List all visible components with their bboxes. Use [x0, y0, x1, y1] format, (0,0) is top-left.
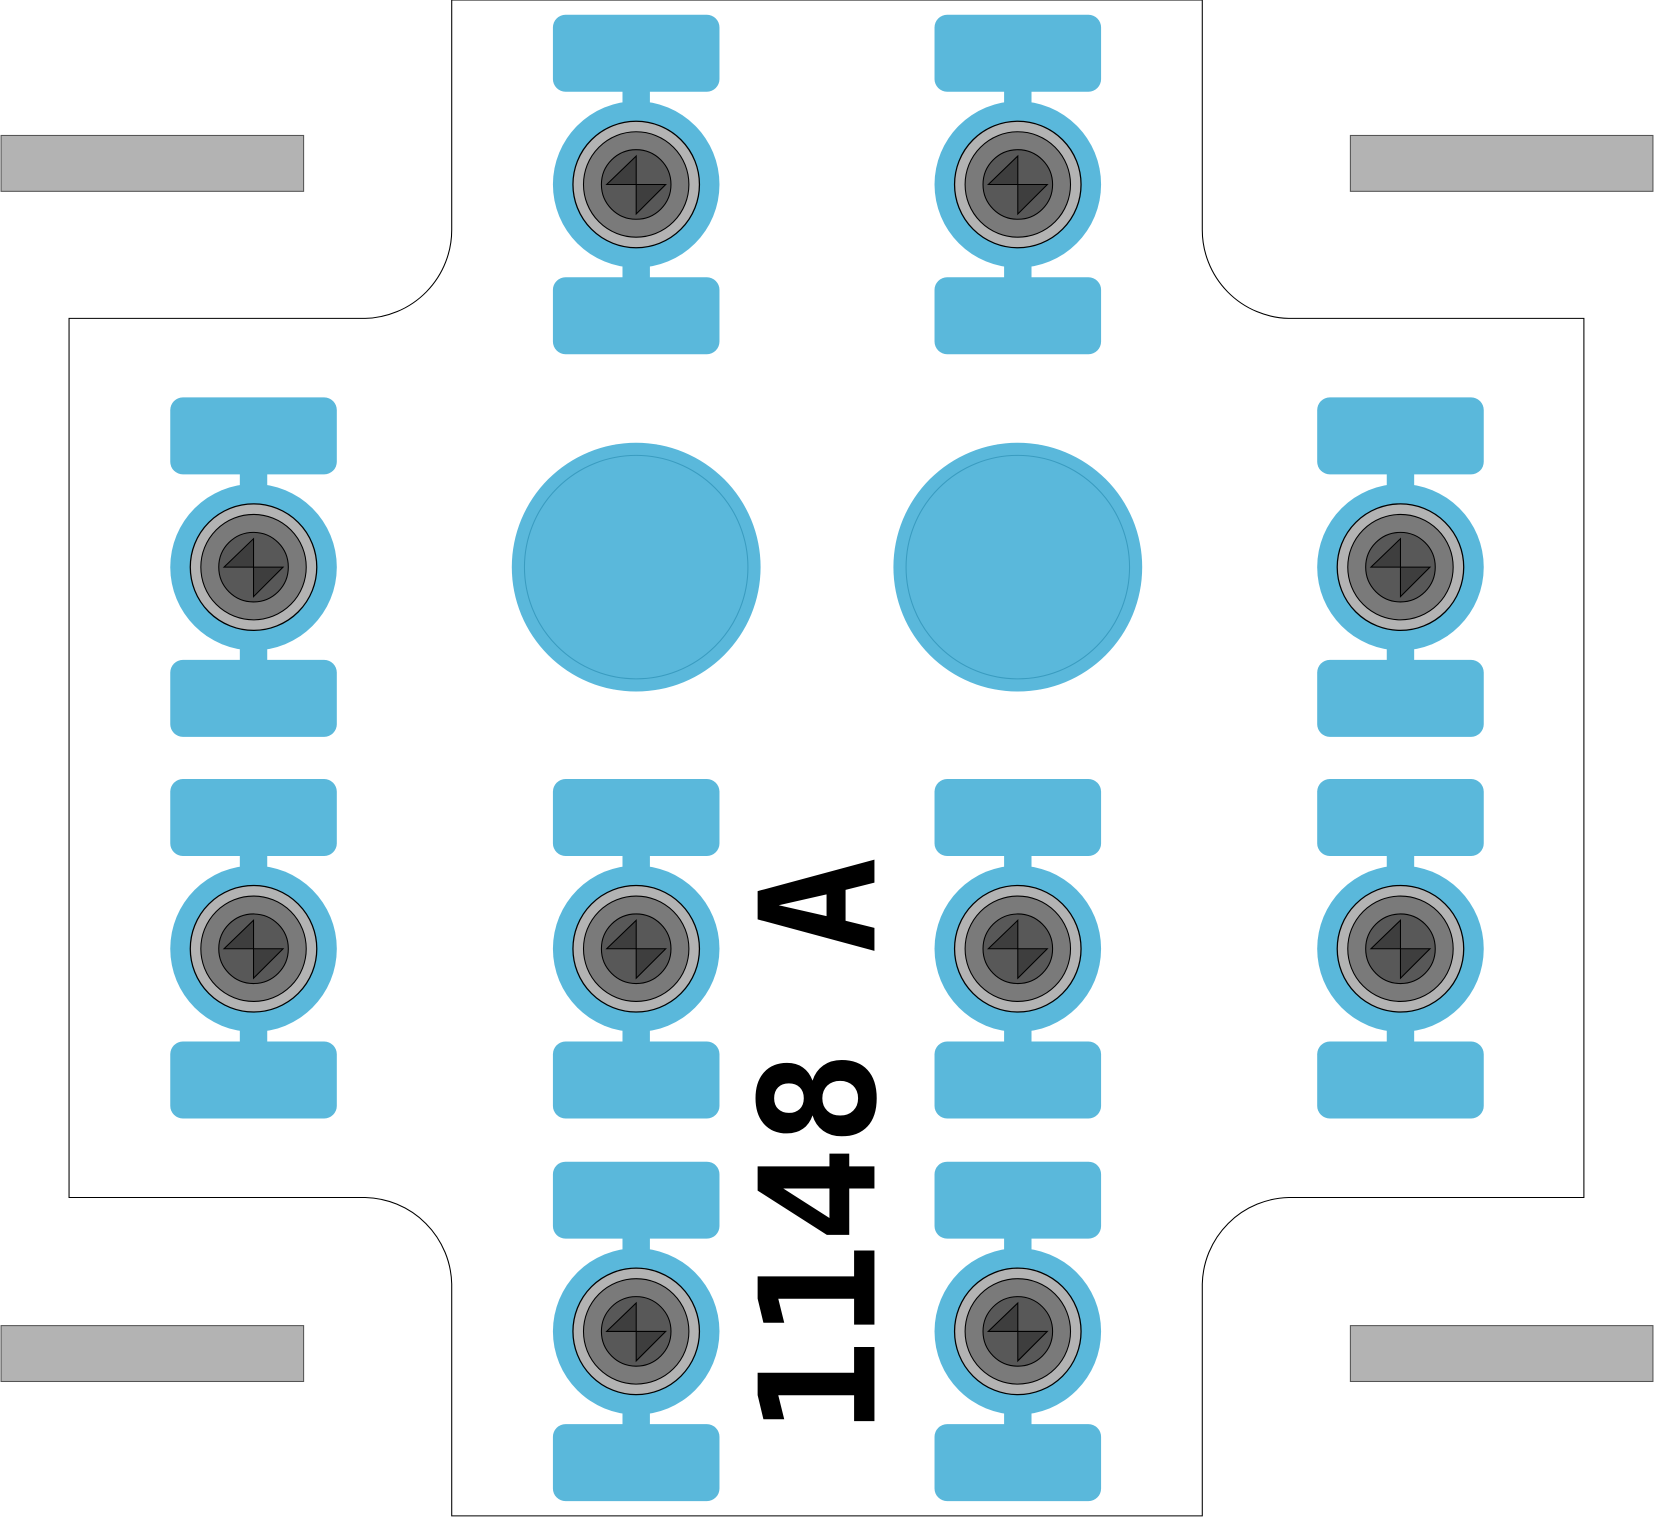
rail-bar [1349, 134, 1654, 192]
board-label: 1148 A [725, 857, 912, 1436]
top-pad [1317, 779, 1484, 856]
led-component [170, 779, 337, 1119]
hole-pad [893, 442, 1143, 692]
bottom-pad [934, 1424, 1102, 1502]
polarity-triangle-icon [605, 1301, 637, 1332]
bottom-pad [552, 277, 720, 355]
hole-pad [511, 442, 761, 692]
board-outline [68, 0, 1585, 1517]
rail-bar [1349, 1325, 1654, 1383]
bottom-pad [934, 1041, 1102, 1119]
top-pad [1317, 397, 1484, 475]
polarity-triangle-icon [253, 566, 285, 598]
rail-bar [0, 1325, 305, 1383]
hole-ring [905, 454, 1131, 680]
bottom-pad [552, 1424, 720, 1502]
led-component [552, 779, 720, 1119]
polarity-triangle-icon [253, 948, 285, 980]
polarity-triangle-icon [1369, 919, 1401, 950]
polarity-triangle-icon [635, 948, 667, 980]
led-component [1317, 397, 1484, 737]
bottom-pad [934, 277, 1102, 355]
led-component [552, 14, 720, 355]
rail-bar [0, 134, 305, 192]
polarity-triangle-icon [1369, 537, 1401, 568]
top-pad [934, 1161, 1102, 1239]
led-component [1317, 779, 1484, 1119]
polarity-triangle-icon [986, 919, 1019, 950]
polarity-triangle-icon [1399, 566, 1432, 598]
top-pad [934, 779, 1102, 856]
mounting-hole [893, 442, 1143, 692]
polarity-triangle-icon [1017, 1330, 1049, 1363]
polarity-triangle-icon [605, 154, 637, 186]
polarity-triangle-icon [222, 537, 255, 568]
polarity-triangle-icon [1017, 948, 1049, 980]
led-component [934, 1161, 1102, 1502]
top-pad [552, 1161, 720, 1239]
led-component [170, 397, 337, 737]
top-pad [552, 779, 720, 856]
bottom-pad [552, 1041, 720, 1119]
polarity-triangle-icon [635, 1330, 667, 1363]
mounting-holes [511, 442, 1143, 692]
polarity-triangle-icon [986, 154, 1019, 186]
polarity-triangle-icon [222, 919, 255, 950]
components [170, 14, 1484, 1502]
bottom-pad [1317, 1041, 1484, 1119]
bottom-pad [170, 659, 337, 737]
led-component [552, 1161, 720, 1502]
bottom-pad [1317, 659, 1484, 737]
top-pad [170, 397, 337, 475]
mounting-hole [511, 442, 761, 692]
polarity-triangle-icon [1399, 948, 1432, 980]
bottom-pad [170, 1041, 337, 1119]
polarity-triangle-icon [1017, 183, 1049, 216]
polarity-triangle-icon [635, 183, 667, 216]
polarity-triangle-icon [986, 1301, 1019, 1332]
top-pad [552, 14, 720, 92]
top-pad [170, 779, 337, 856]
led-component [934, 779, 1102, 1119]
top-pad [934, 14, 1102, 92]
polarity-triangle-icon [605, 919, 637, 950]
hole-ring [523, 454, 749, 680]
led-component [934, 14, 1102, 355]
rails [0, 134, 1654, 1383]
